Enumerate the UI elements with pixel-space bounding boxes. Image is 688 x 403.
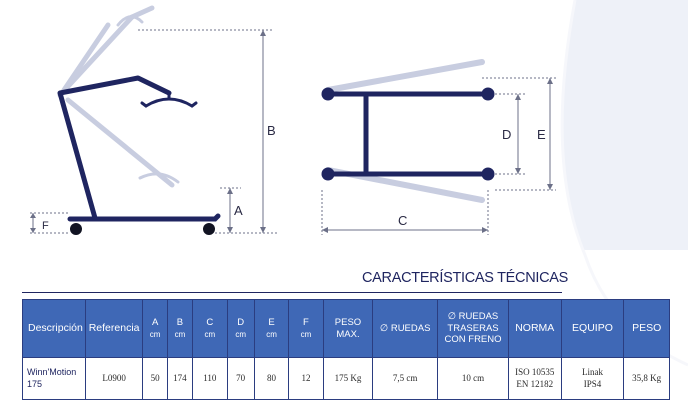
header-equipo: EQUIPO: [560, 299, 625, 358]
dimension-arrows: [30, 30, 266, 233]
header-d-unit: cm: [235, 330, 246, 340]
ghost-leg-positions: [325, 59, 485, 203]
cell-descripcion: Winn'Motion 175: [22, 357, 86, 400]
dimension-label-f: F: [42, 220, 49, 232]
ghost-arm-positions: [57, 5, 180, 188]
dimension-lines: [321, 77, 556, 235]
cell-ruedas: 7,5 cm: [372, 357, 439, 400]
cell-equipo: Linak IPS4: [560, 357, 625, 400]
header-a-label: A: [151, 317, 159, 328]
cell-peso: 35,8 Kg: [623, 357, 670, 400]
base-frame: [325, 91, 491, 177]
header-ruedas: ∅ RUEDAS: [372, 299, 439, 358]
header-b-label: B: [176, 317, 184, 328]
equipo-line-2: IPS4: [583, 378, 602, 389]
cell-referencia: L0900: [84, 357, 144, 400]
table-row: Winn'Motion 175 L0900 50 174 110 70 80 1…: [22, 357, 670, 400]
cell-norma: ISO 10535 EN 12182: [507, 357, 562, 400]
norma-line-2: EN 12182: [516, 378, 554, 389]
equipo-line-1: Linak: [581, 367, 603, 378]
header-referencia: Referencia: [84, 299, 144, 358]
header-f-unit: cm: [300, 330, 312, 340]
header-peso-max: PESO MAX.: [322, 299, 374, 358]
header-c-label: C: [206, 317, 214, 328]
header-f-label: F: [303, 317, 309, 328]
title-underline: [22, 292, 562, 293]
header-b-unit: cm: [174, 330, 186, 340]
cell-f: 12: [288, 357, 324, 400]
base: [67, 213, 221, 235]
header-a-unit: cm: [149, 330, 161, 340]
top-view-diagram: D E C: [321, 59, 556, 235]
side-view-diagram: B A F: [30, 5, 278, 235]
cell-d: 70: [226, 357, 255, 400]
spreader-bar: [140, 91, 198, 108]
dimension-label-c: C: [398, 213, 407, 228]
header-descripcion: Descripción: [22, 299, 86, 358]
cell-b: 174: [166, 357, 194, 400]
header-e-label: E: [268, 317, 275, 328]
casters: [321, 87, 495, 181]
dimension-label-a: A: [234, 203, 243, 218]
dimension-label-e: E: [537, 127, 546, 142]
cell-e: 80: [253, 357, 290, 400]
dimension-arrows: [322, 78, 553, 233]
dimension-label-b: B: [267, 123, 276, 138]
header-ruedas-traseras: ∅ RUEDAS TRASERAS CON FRENO: [437, 299, 509, 358]
header-peso: PESO: [623, 299, 670, 358]
header-norma: NORMA: [507, 299, 562, 358]
dimension-label-d: D: [502, 127, 511, 142]
cell-peso-max: 175 Kg: [322, 357, 374, 400]
header-c-unit: cm: [204, 330, 216, 340]
mast-and-boom: [57, 75, 172, 221]
norma-line-1: ISO 10535: [515, 367, 555, 378]
header-e-unit: cm: [266, 330, 277, 340]
cell-c: 110: [192, 357, 228, 400]
cell-ruedas-traseras: 10 cm: [437, 357, 509, 400]
header-d-label: D: [237, 317, 245, 328]
section-title: CARACTERÍSTICAS TÉCNICAS: [362, 270, 569, 286]
cell-a: 50: [142, 357, 168, 400]
